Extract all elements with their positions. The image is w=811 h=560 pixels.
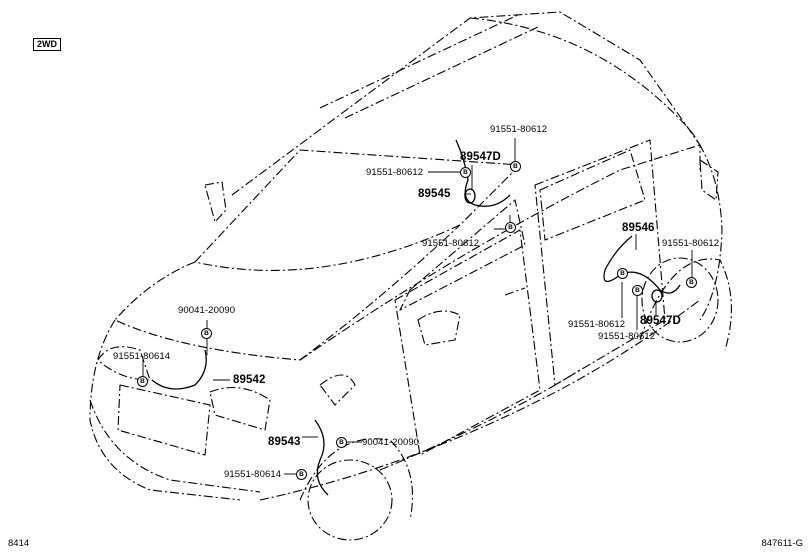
- side-beltline: [299, 144, 701, 361]
- front-door-window: [399, 199, 526, 311]
- front-face: [89, 319, 241, 501]
- sensor-ring-rear-right: [464, 188, 476, 204]
- front-door: [394, 229, 541, 456]
- part-label-89545: 89545: [418, 188, 451, 200]
- part-label-91551-80614-bottom: 91551-80614: [224, 469, 282, 480]
- tail-light: [699, 159, 719, 201]
- mirror-left: [417, 310, 461, 346]
- part-label-91551-80612-rear: 91551-80612: [662, 238, 720, 249]
- windshield: [194, 149, 521, 271]
- part-label-91551-80612-left: 91551-80612: [366, 167, 424, 178]
- rocker: [379, 369, 581, 471]
- part-label-89546: 89546: [622, 222, 655, 234]
- sensor-wire-front-right: [151, 349, 207, 390]
- part-label-89542: 89542: [233, 374, 266, 386]
- rear-door: [534, 139, 666, 386]
- bolt-marker: B: [296, 469, 307, 480]
- sensor-wire-front-left: [314, 419, 329, 496]
- grille: [117, 384, 211, 456]
- headlight-right: [209, 387, 271, 431]
- bolt-marker: B: [336, 437, 347, 448]
- rear-roof-edge: [469, 17, 691, 131]
- roof-outline: [231, 11, 701, 196]
- part-label-91551-80612-top: 91551-80612: [490, 124, 548, 135]
- front-wheel-arch: [299, 438, 413, 521]
- roof-rail-2: [344, 25, 541, 119]
- rear-end: [689, 129, 723, 321]
- headlight-left: [97, 346, 151, 381]
- drive-type-badge: 2WD: [33, 38, 61, 51]
- bolt-marker: B: [505, 222, 516, 233]
- hood: [114, 224, 461, 361]
- bolt-marker: B: [510, 161, 521, 172]
- rear-wheel: [641, 257, 719, 343]
- part-label-89543: 89543: [268, 436, 301, 448]
- part-label-91551-80612-lower-b: 91551-80612: [598, 331, 656, 342]
- roof-rail: [319, 13, 521, 109]
- mirror-right: [204, 181, 227, 223]
- bolt-marker: B: [460, 167, 471, 178]
- front-fender-cover: [319, 374, 356, 406]
- bolt-marker: B: [632, 285, 643, 296]
- front-wheel: [307, 459, 393, 541]
- bolt-marker: B: [617, 268, 628, 279]
- part-label-91551-80612-lower-a: 91551-80612: [568, 319, 626, 330]
- bumper: [89, 399, 261, 493]
- part-label-91551-80612-mid: 91551-80612: [422, 238, 480, 249]
- bolt-marker: B: [686, 277, 697, 288]
- part-label-90041-20090-top: 90041-20090: [178, 305, 236, 316]
- sensor-wire-rear-right: [455, 139, 511, 207]
- rear-wheel-arch: [639, 258, 732, 351]
- part-label-90041-20090-bottom: 90041-20090: [362, 437, 420, 448]
- part-label-89547D-rear-right: 89547D: [460, 151, 501, 163]
- part-label-89547D-rear-left: 89547D: [640, 315, 681, 327]
- diagram-code-right: 847611-G: [761, 538, 803, 549]
- door-handle: [504, 287, 526, 296]
- side-lower: [259, 299, 701, 501]
- sensor-ring-rear-left: [651, 289, 663, 303]
- part-label-91551-80614-top: 91551-80614: [113, 351, 171, 362]
- rear-door-window: [539, 149, 646, 241]
- bolt-marker: B: [201, 328, 212, 339]
- diagram-code-left: 8414: [8, 538, 30, 549]
- bolt-marker: B: [137, 376, 148, 387]
